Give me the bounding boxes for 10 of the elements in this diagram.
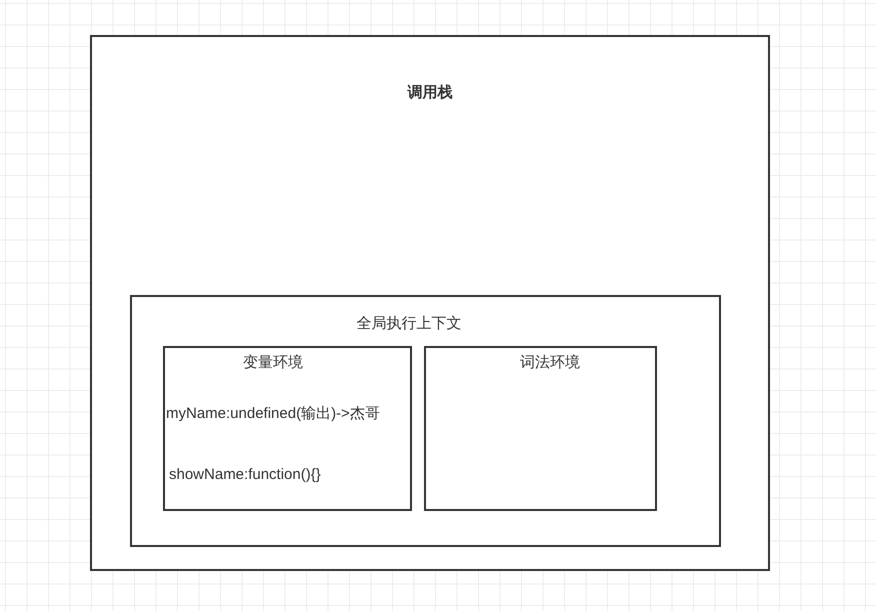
variable-entry: myName:undefined(输出)->杰哥	[166, 405, 380, 423]
environment-box	[424, 346, 657, 511]
environment-title: 变量环境	[243, 354, 303, 372]
environment-title: 词法环境	[520, 354, 580, 372]
stack-title: 调用栈	[408, 84, 452, 102]
stack-box	[90, 35, 770, 571]
context-title: 全局执行上下文	[356, 315, 462, 333]
function-entry: showName:function(){}	[169, 466, 321, 484]
environment-box	[163, 346, 412, 511]
context-box	[130, 295, 721, 547]
